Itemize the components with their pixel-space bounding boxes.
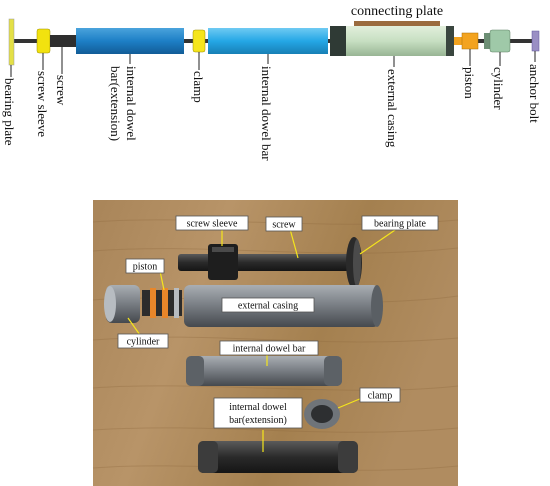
photo-label-box-clamp bbox=[359, 387, 401, 403]
photo-label-box-external-casing bbox=[221, 297, 315, 313]
photo-label-screw-sleeve: screw sleeve bbox=[187, 219, 238, 230]
photo-label-box-bearing-plate bbox=[361, 215, 439, 231]
photo-label-bearing-plate: bearing plate bbox=[374, 219, 426, 230]
cylinder-shape bbox=[489, 29, 511, 53]
cylinder-ring bbox=[484, 33, 490, 49]
label-clamp: clamp bbox=[191, 71, 206, 103]
photo-screw-sleeve-highlight bbox=[212, 247, 234, 252]
anchor-bolt-shape bbox=[531, 30, 540, 52]
photo-label-box-screw bbox=[265, 216, 303, 232]
photo-leader-piston bbox=[159, 270, 165, 291]
piston-rod bbox=[454, 37, 464, 45]
connecting-plate-label: connecting plate bbox=[351, 4, 443, 19]
photo-piston-ring-3 bbox=[174, 288, 179, 318]
bar-shape bbox=[208, 28, 328, 54]
screw-shape bbox=[50, 35, 76, 47]
clamp-shape bbox=[192, 29, 206, 53]
photo-label-internal-dowel-bar: internal dowel bar bbox=[233, 344, 306, 355]
photo-leader-clamp bbox=[337, 397, 363, 409]
label-anchor-bolt: anchor bolt bbox=[527, 64, 542, 123]
photo: screw sleeve screw bearing plate piston … bbox=[92, 200, 459, 486]
photo-label-bar-extension-2: bar(extension) bbox=[229, 415, 287, 426]
label-external-casing: external casing bbox=[385, 69, 400, 148]
photo-label-box-bar-extension bbox=[213, 397, 303, 429]
photo-cylinder-end bbox=[104, 286, 116, 322]
photo-leader-lines bbox=[127, 227, 399, 452]
photo-bar-extension bbox=[198, 441, 358, 473]
label-piston: piston bbox=[462, 67, 477, 99]
photo-bar-ext-thread-left bbox=[198, 441, 218, 473]
photo-label-clamp: clamp bbox=[368, 391, 392, 402]
photo-screw bbox=[178, 254, 350, 271]
screw-sleeve-shape bbox=[36, 28, 51, 54]
photo-label-cylinder: cylinder bbox=[127, 337, 160, 348]
label-screw-sleeve: screw sleeve bbox=[35, 71, 50, 137]
photo-label-box-screw-sleeve bbox=[175, 215, 249, 231]
photo-clamp-hole bbox=[311, 405, 333, 423]
leader-lines bbox=[10, 47, 536, 77]
photo-label-box-piston bbox=[125, 258, 165, 274]
photo-leader-bearing-plate bbox=[359, 227, 399, 255]
piston-shape bbox=[461, 32, 479, 50]
photo-label-bar-extension-1: internal dowel bbox=[229, 402, 287, 413]
photo-screw-sleeve bbox=[208, 244, 238, 280]
photo-label-piston: piston bbox=[133, 262, 157, 273]
casing-dark-end bbox=[330, 26, 346, 56]
schematic-diagram: connecting plate bearing plate screw sle… bbox=[2, 4, 542, 161]
photo-label-external-casing: external casing bbox=[238, 301, 298, 312]
photo-bearing-plate-rim bbox=[353, 239, 361, 287]
photo-piston-ring-2 bbox=[162, 288, 168, 318]
photo-bar-thread-left bbox=[186, 356, 204, 386]
photo-leader-cylinder bbox=[127, 317, 141, 336]
label-bearing-plate: bearing plate bbox=[2, 78, 17, 146]
label-bar-extension-2: bar(extension) bbox=[108, 66, 123, 141]
photo-bar-thread-right bbox=[324, 356, 342, 386]
label-internal-dowel-bar: internal dowel bar bbox=[259, 66, 274, 161]
photo-bar-ext-thread-right bbox=[338, 441, 358, 473]
photo-label-screw: screw bbox=[272, 220, 296, 231]
label-cylinder: cylinder bbox=[491, 67, 506, 110]
photo-internal-dowel-bar bbox=[186, 356, 342, 386]
photo-label-box-cylinder bbox=[117, 333, 169, 349]
connecting-plate-shape bbox=[354, 21, 440, 26]
photo-casing-end bbox=[371, 285, 383, 327]
label-bar-extension-1: internal dowel bbox=[124, 66, 139, 141]
photo-leader-screw bbox=[289, 228, 299, 259]
casing-dark-end-right bbox=[446, 26, 454, 56]
photo-piston-ring-1 bbox=[150, 288, 156, 318]
bar-extension-shape bbox=[76, 28, 184, 54]
photo-label-box-internal-dowel-bar bbox=[219, 340, 319, 356]
label-screw: screw bbox=[54, 75, 69, 106]
bearing-plate-shape bbox=[8, 18, 15, 66]
external-casing-shape bbox=[346, 26, 446, 56]
